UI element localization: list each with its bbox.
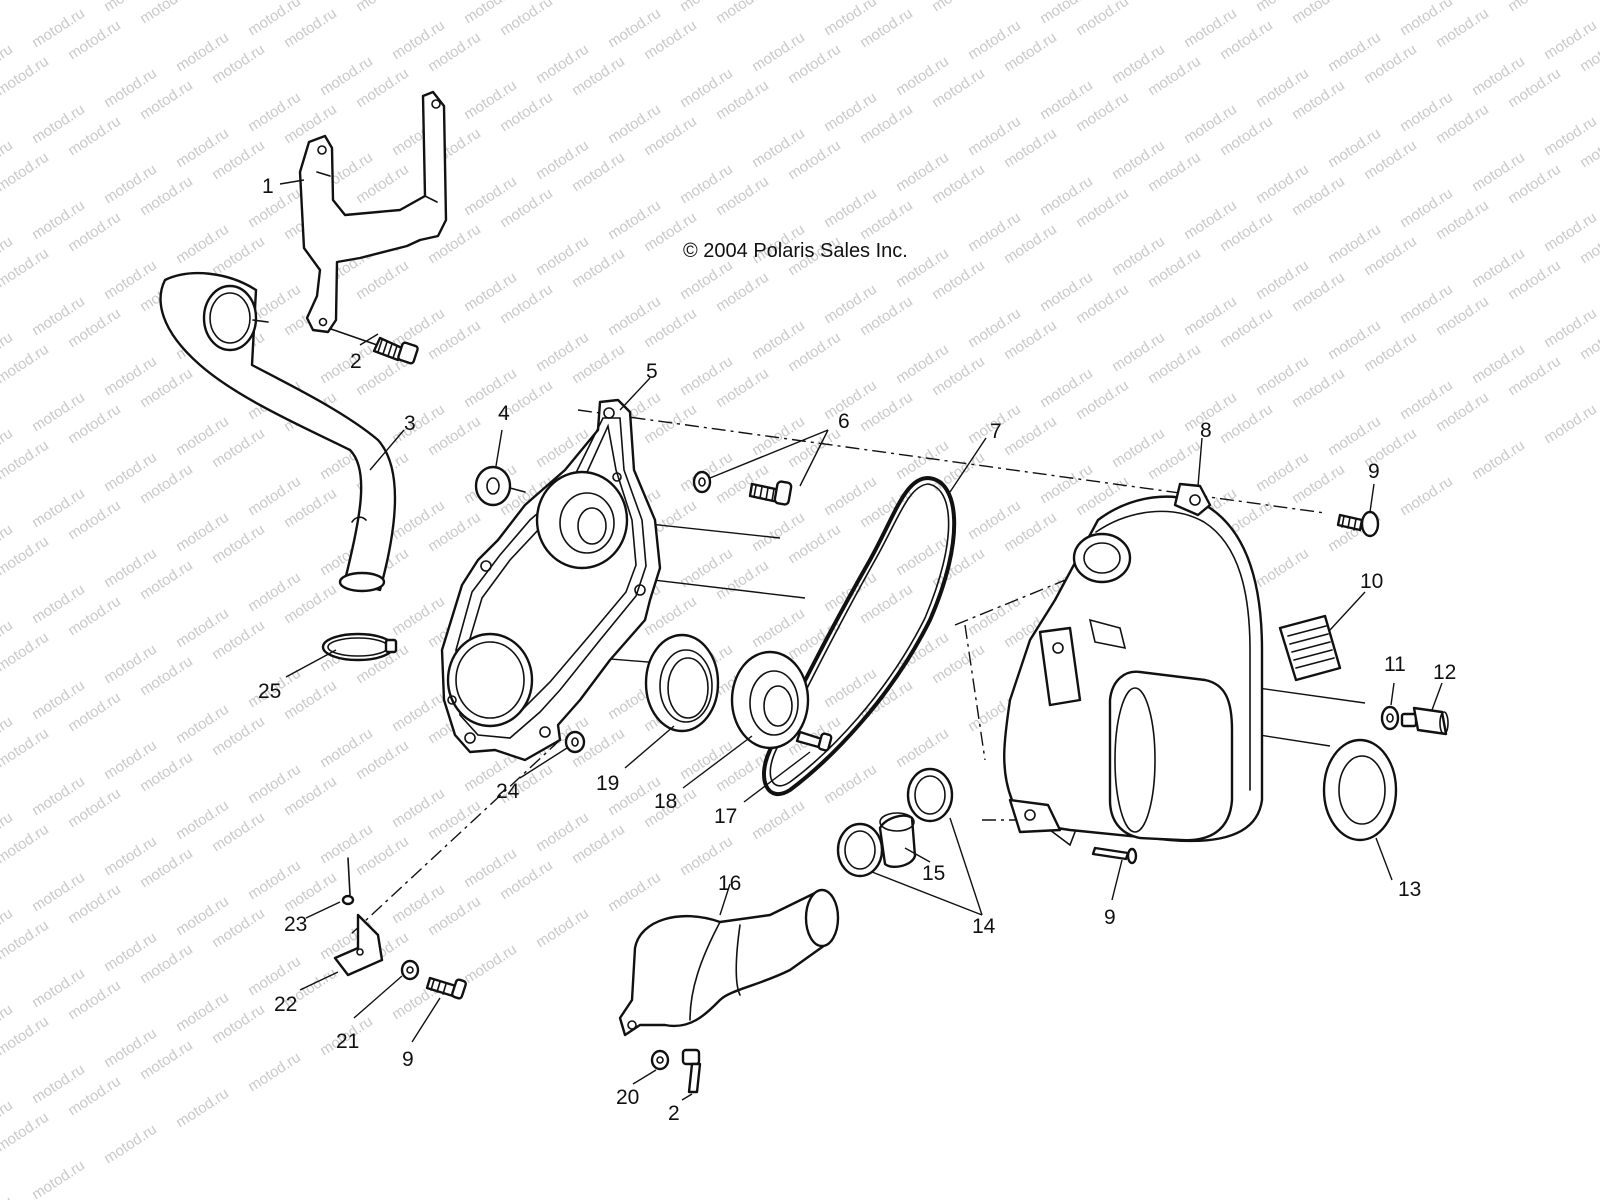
watermark-text: motod.ru	[749, 797, 808, 844]
callout-9-top: 9	[1368, 460, 1380, 483]
part-22-bracket	[333, 913, 384, 977]
callout-11: 11	[1384, 653, 1406, 676]
watermark-text: motod.ru	[533, 905, 592, 952]
callout-15: 15	[922, 862, 945, 885]
part-9-screw-lower	[1091, 846, 1138, 865]
part-2-bolt-bottom	[681, 1048, 702, 1094]
watermark-text: motod.ru	[893, 725, 952, 772]
part-14-bearing-right	[906, 767, 954, 823]
part-10-decal	[1278, 614, 1342, 682]
part-12-plug	[1400, 706, 1449, 736]
part-13-gasket	[1322, 738, 1398, 842]
callout-21: 21	[336, 1030, 359, 1053]
callout-9-right: 9	[1104, 906, 1116, 929]
watermark-text: motod.ru	[245, 1049, 304, 1096]
part-18-sprocket	[730, 650, 810, 750]
watermark-text: motod.ru	[821, 761, 880, 808]
callout-4: 4	[498, 402, 510, 425]
part-2-screw-top	[330, 328, 419, 365]
part-23-pin	[341, 857, 355, 906]
part-6-washer-screw	[692, 470, 793, 506]
part-9-screw-top	[1336, 510, 1380, 538]
callout-24: 24	[496, 780, 520, 803]
callout-9-bottom: 9	[402, 1048, 414, 1071]
part-24-washer	[564, 730, 586, 754]
callout-14: 14	[972, 915, 996, 938]
copyright-text: © 2004 Polaris Sales Inc.	[683, 240, 908, 262]
watermark-text: motod.ru	[137, 0, 196, 27]
part-4-washer	[474, 465, 526, 507]
watermark-text: motod.ru	[1253, 545, 1312, 592]
watermark-text: motod.ru	[1469, 437, 1528, 484]
callout-2-bottom: 2	[668, 1102, 680, 1125]
callout-25: 25	[258, 680, 281, 703]
callout-12: 12	[1433, 661, 1456, 684]
watermark-text: motod.ru	[1397, 473, 1456, 520]
watermark-text: motod.ru	[461, 941, 520, 988]
part-19-seal	[644, 633, 720, 733]
part-9-screw-bottom	[425, 976, 467, 1000]
watermark-text: motod.ru	[1073, 0, 1132, 39]
leader-lines	[279, 179, 1443, 1101]
watermark-text: motod.ru	[0, 0, 52, 3]
callout-labels: 1 2 3 4 5 6 7 8 9 10 11 12 13 14 15 16 1…	[258, 175, 1456, 1125]
part-3-hose	[159, 271, 397, 593]
part-15-bushing	[878, 812, 917, 868]
watermark-text: motod.ru	[569, 0, 628, 3]
callout-22: 22	[274, 993, 297, 1016]
part-11-washer	[1380, 705, 1400, 731]
callout-3: 3	[404, 412, 416, 435]
watermark-text: motod.ru	[353, 0, 412, 15]
callout-13: 13	[1398, 878, 1421, 901]
watermark-text: motod.ru	[605, 869, 664, 916]
callout-17: 17	[714, 805, 737, 828]
watermark-text: motod.ru	[0, 1193, 16, 1200]
callout-2: 2	[350, 350, 362, 373]
part-14-bearing-left	[836, 822, 884, 878]
part-17-bolt	[795, 730, 833, 752]
callout-6: 6	[838, 410, 850, 433]
watermark-text: motod.ru	[101, 1121, 160, 1168]
callout-23: 23	[284, 913, 307, 936]
callout-19: 19	[596, 772, 619, 795]
part-16-duct	[618, 888, 840, 1037]
watermark-text: motod.ru	[1505, 0, 1564, 15]
watermark-text: motod.ru	[1541, 401, 1600, 448]
watermark-text: motod.ru	[173, 1085, 232, 1132]
watermark-text: motod.ru	[1289, 0, 1348, 27]
callout-8: 8	[1200, 419, 1212, 442]
callout-16: 16	[718, 872, 741, 895]
part-5-chaincase-plate	[440, 398, 662, 762]
part-21-washer	[400, 959, 420, 981]
part-25-clamp	[321, 632, 398, 662]
callout-20: 20	[616, 1086, 639, 1109]
watermark-text: motod.ru	[713, 0, 772, 27]
part-7-chain	[761, 476, 957, 797]
watermark-text: motod.ru	[1145, 0, 1204, 3]
part-8-chain-cover	[1003, 482, 1264, 847]
part-20-washer	[650, 1049, 670, 1071]
callout-18: 18	[654, 790, 677, 813]
callout-10: 10	[1360, 570, 1383, 593]
watermark-text: motod.ru	[497, 0, 556, 39]
callout-1: 1	[262, 175, 274, 198]
watermark-text: motod.ru	[929, 0, 988, 15]
callout-7: 7	[990, 420, 1002, 443]
watermark-text: motod.ru	[29, 1157, 88, 1200]
callout-5: 5	[646, 360, 658, 383]
part-1-bracket	[298, 90, 448, 334]
